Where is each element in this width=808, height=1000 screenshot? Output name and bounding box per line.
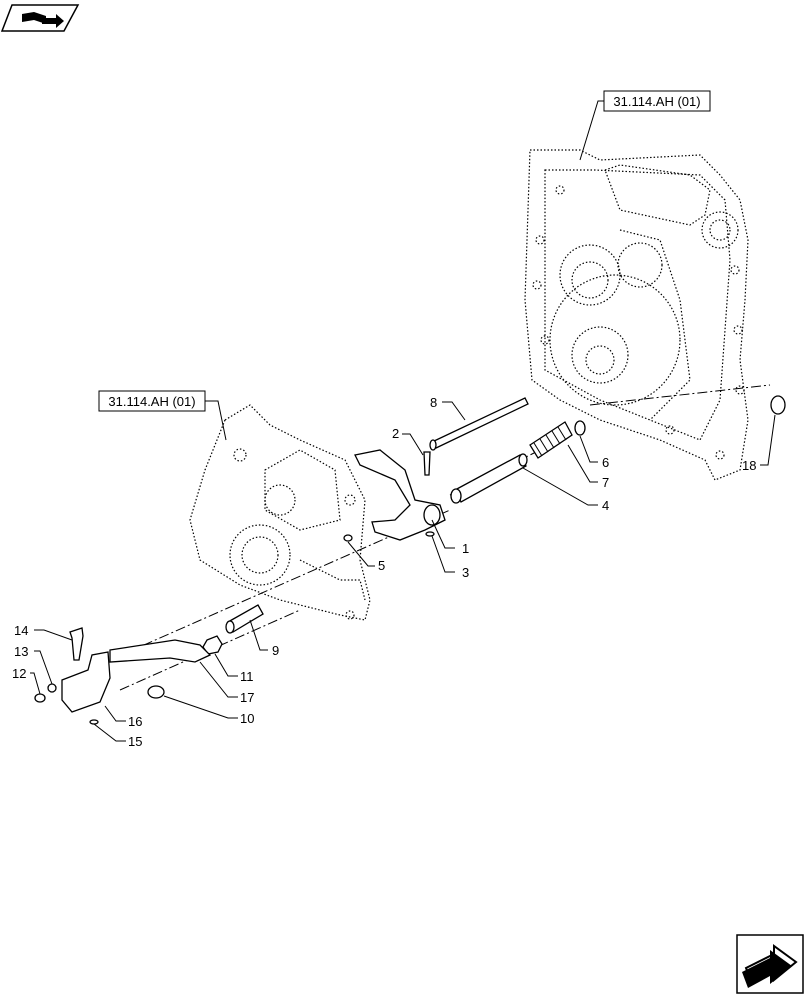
part-15-clip [89, 719, 99, 725]
part-8-rod [429, 397, 529, 451]
part-6-ring [574, 420, 586, 436]
rear-housing [524, 149, 749, 481]
callout-17: 17 [240, 690, 254, 705]
callout-3: 3 [462, 565, 469, 580]
part-3-clip [425, 531, 435, 537]
part-11-nut [202, 635, 223, 655]
callout-12: 12 [12, 666, 26, 681]
part-7-spring [529, 421, 573, 459]
callout-labels: 1 2 3 4 5 6 7 8 9 10 11 12 13 14 15 16 1… [12, 395, 756, 749]
part-4-shaft [450, 453, 528, 504]
part-5-pin [343, 534, 353, 542]
callout-5: 5 [378, 558, 385, 573]
callout-16: 16 [128, 714, 142, 729]
callout-11: 11 [240, 669, 254, 684]
callout-13: 13 [14, 644, 28, 659]
part-12-screw [34, 693, 46, 703]
part-2-pin [423, 451, 431, 476]
book-arrow-icon[interactable] [0, 4, 80, 32]
callout-6: 6 [602, 455, 609, 470]
callout-2: 2 [392, 426, 399, 441]
callout-15: 15 [128, 734, 142, 749]
front-housing [189, 404, 371, 621]
callout-14: 14 [14, 623, 28, 638]
part-10-bushing [147, 685, 165, 699]
part-9-dowel [225, 604, 264, 634]
next-page-arrow-icon[interactable] [736, 934, 804, 994]
reference-label-top: 31.114.AH (01) [613, 94, 700, 109]
part-13-washer [47, 683, 57, 693]
callout-4: 4 [602, 498, 609, 513]
callout-18: 18 [742, 458, 756, 473]
callout-8: 8 [430, 395, 437, 410]
reference-box-left[interactable]: 31.114.AH (01) [98, 390, 206, 412]
part-1-fork [354, 449, 446, 541]
callout-7: 7 [602, 475, 609, 490]
part-16-bracket [61, 651, 111, 713]
part-18-plug [770, 395, 786, 415]
part-17-lever [109, 639, 212, 663]
reference-label-left: 31.114.AH (01) [108, 394, 195, 409]
callout-9: 9 [272, 643, 279, 658]
callout-1: 1 [462, 541, 469, 556]
leader-lines [30, 100, 776, 742]
callout-10: 10 [240, 711, 254, 726]
part-14-bolt [69, 627, 84, 661]
reference-box-top[interactable]: 31.114.AH (01) [603, 90, 711, 112]
